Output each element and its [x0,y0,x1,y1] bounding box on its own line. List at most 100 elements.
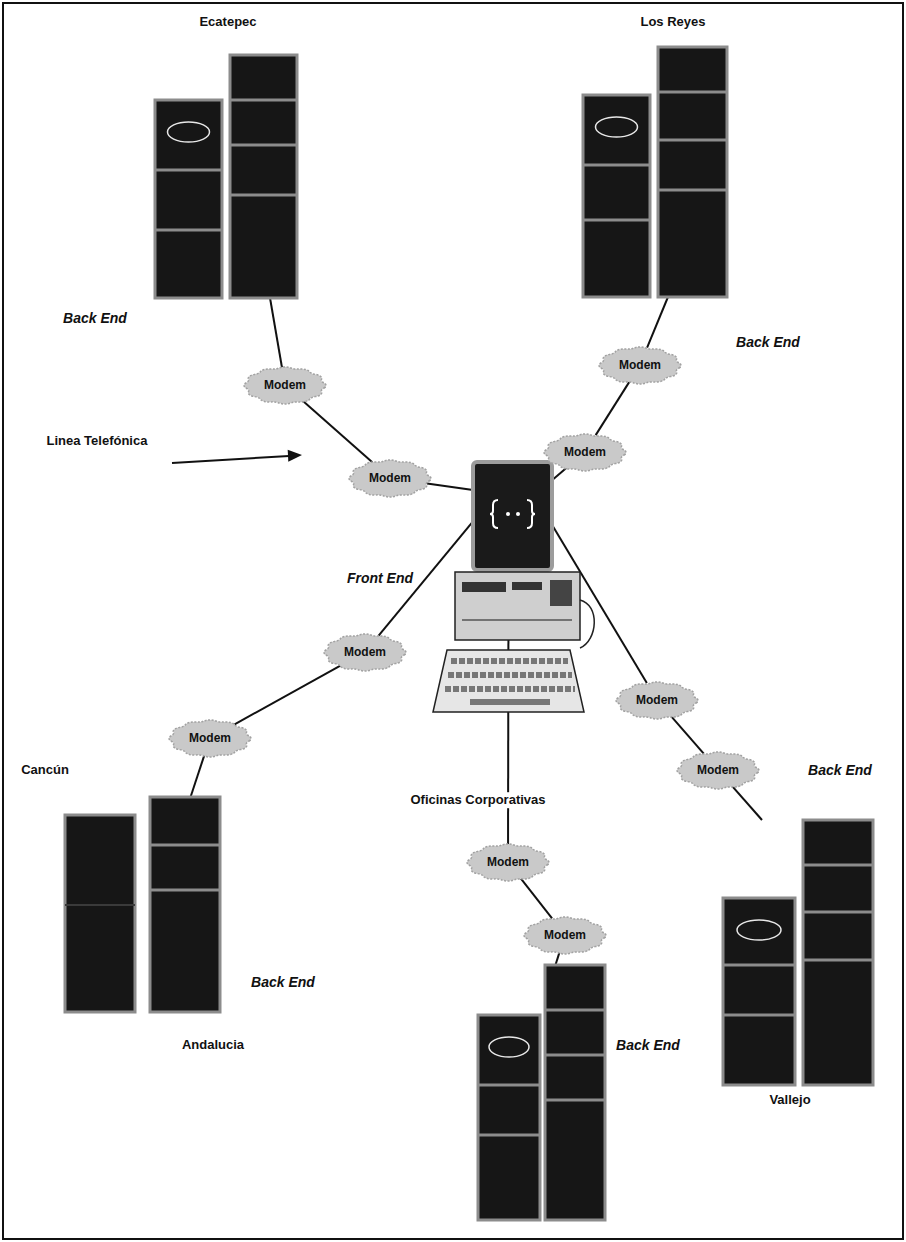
server-tower [230,55,297,298]
tower-divider [545,1054,605,1057]
modem-label: Modem [522,915,608,955]
space-bar [470,699,550,705]
site-label: Los Reyes [638,14,707,30]
leader-arrowhead [288,450,302,462]
drive-slot [550,580,572,606]
tower-divider [230,144,297,147]
tower-divider [150,844,220,847]
tower-divider [658,189,727,192]
screen-icon [490,500,498,528]
phone-line [732,786,762,820]
tower-divider [230,99,297,102]
screen-icon [516,512,520,516]
keyboard [433,650,584,712]
phone-line [596,382,630,435]
server-site: Los ReyesBack End [583,47,727,297]
modem-label: Modem [542,432,628,472]
tower-divider [155,229,222,232]
line-label: Linea Telefónica [45,433,150,449]
phone-line [270,298,282,367]
modem-cloud: Modem [542,432,628,473]
server-tower [723,898,795,1085]
phone-line [235,666,341,725]
drive-oval [596,117,638,137]
tower-divider [478,1084,540,1087]
modem-label: Modem [242,365,328,405]
site-label: Vallejo [767,1092,812,1108]
case-line [462,619,572,621]
modem-cloud: Modem [167,718,253,759]
server-site: CancúnBack End [65,797,220,1012]
drive-slot [462,582,506,592]
drive-oval [489,1037,529,1057]
modem-label: Modem [675,750,761,790]
modem-label: Modem [322,632,408,672]
tower-divider [803,911,873,914]
phone-line [521,879,552,919]
site-label: Oficinas Corporativas [408,792,547,808]
modem-label: Modem [465,842,551,882]
modem-cloud: Modem [597,345,683,386]
server-site: Back EndVallejo [723,820,873,1085]
server-tower [658,47,727,297]
drive-oval [168,122,210,142]
site-label: Back End [734,334,802,351]
site-label: Back End [806,762,874,779]
tower-divider [545,1009,605,1012]
modem-label: Modem [597,345,683,385]
server-tower [583,95,650,297]
server-tower [155,100,222,298]
tower-divider [583,219,650,222]
site-label: Back End [61,310,129,327]
site-label: Cancún [19,762,71,778]
key-row [448,672,572,678]
tower-divider [723,964,795,967]
drive-oval [737,920,781,940]
site-label: Andalucia [180,1037,246,1053]
drive-slot [512,582,542,590]
modem-label: Modem [614,680,700,720]
tower-divider [723,1014,795,1017]
server-tower [478,1015,540,1220]
modem-cloud: Modem [614,680,700,721]
tower-divider [583,164,650,167]
phone-line [647,297,668,348]
tower-divider [65,904,135,906]
tower-divider [658,139,727,142]
leader-arrow [172,456,289,463]
phone-line [303,401,373,463]
tower-divider [803,864,873,867]
front-end-computer: Front EndOficinas Corporativas [473,462,552,570]
server-tower [150,797,220,1012]
phone-line [555,952,559,965]
modem-cloud: Modem [522,915,608,956]
site-label: Ecatepec [197,14,258,30]
tower-divider [658,91,727,94]
modem-cloud: Modem [347,458,433,499]
cable [580,600,594,648]
computer-case [455,572,580,640]
server-tower [803,820,873,1085]
frame [3,3,903,1239]
tower-divider [478,1134,540,1137]
modem-label: Modem [167,718,253,758]
phone-line [671,716,703,753]
tower-divider [803,959,873,962]
server-tower [65,815,135,1012]
modem-cloud: Modem [465,842,551,883]
tower-divider [150,889,220,892]
screen-icon [527,500,535,528]
phone-line [427,483,473,490]
key-row [445,686,575,692]
monitor [473,462,552,570]
key-row [451,658,568,664]
server-tower [545,965,605,1220]
server-site: EcatepecBack End [155,55,297,298]
site-label: Front End [345,570,415,587]
site-label: Back End [614,1037,682,1054]
tower-divider [230,194,297,197]
tower-divider [155,169,222,172]
